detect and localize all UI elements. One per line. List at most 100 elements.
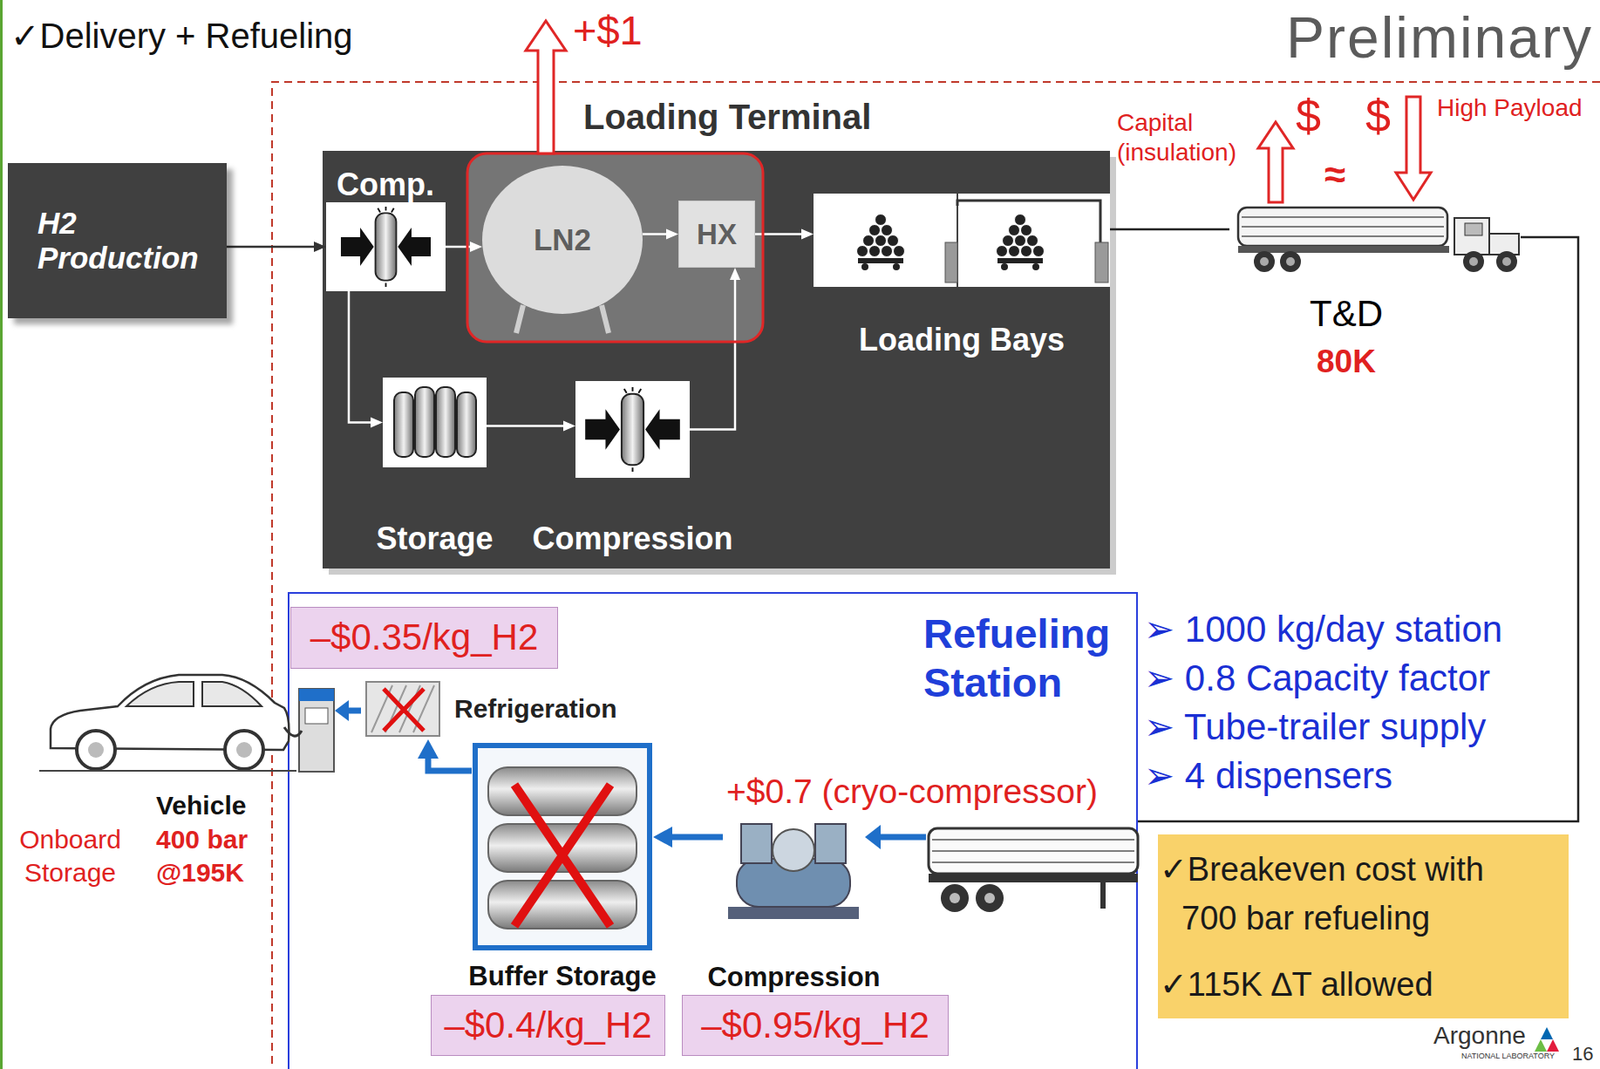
- cylinder-end: [1021, 245, 1033, 258]
- connector-line: [486, 424, 565, 428]
- logo-text: Argonne: [1433, 1021, 1526, 1050]
- logo-part: [1540, 1027, 1553, 1040]
- car-hub: [88, 742, 104, 758]
- wheel: [1463, 251, 1485, 273]
- cart-wheel: [1032, 263, 1040, 271]
- trailer-tubes: [1238, 207, 1448, 246]
- radiator-fins: [371, 685, 435, 733]
- cost-down-arrow: [1395, 96, 1431, 200]
- flow-arrow: [347, 708, 361, 715]
- vehicle-label: Vehicle: [156, 789, 246, 822]
- cryo-compressor-icon: [728, 823, 859, 920]
- trailer-tubes: [928, 828, 1138, 874]
- bay-cart: [997, 258, 1043, 264]
- cost-up-arrow: [525, 20, 566, 154]
- cylinder-end: [1033, 245, 1045, 258]
- tube-trailer-truck-icon: [1238, 207, 1519, 273]
- node-text: H2 Production: [37, 205, 212, 277]
- node-text: LN2: [533, 222, 592, 258]
- connector: [226, 241, 327, 252]
- node-text: –$0.95/kg_H2: [701, 1004, 930, 1047]
- slide-title: ✓Delivery + Refueling: [10, 15, 354, 56]
- node-text: ✓Breakeven cost with 700 bar refueling: [1159, 844, 1535, 943]
- arrowhead: [313, 241, 327, 252]
- dispenser-icon: [299, 688, 334, 772]
- connector-line: [1137, 237, 1579, 822]
- connector-line: [348, 291, 372, 423]
- hub: [1469, 257, 1478, 266]
- vehicle-icon: [39, 674, 302, 771]
- ground-line: [39, 769, 297, 772]
- cylinder-end: [1008, 224, 1021, 237]
- car-windows: [126, 681, 262, 707]
- bay-post: [1095, 242, 1109, 283]
- bullet-item: ➢ 0.8 Capacity factor: [1143, 653, 1491, 703]
- compressor-icon: [340, 206, 431, 287]
- storage-tube: [488, 767, 637, 816]
- logo-part: [1546, 1039, 1560, 1052]
- wheel: [975, 884, 1004, 913]
- scope-region: [272, 81, 1600, 1069]
- bullet-item: ➢ Tube-trailer supply: [1143, 702, 1486, 752]
- node-text: Compression: [531, 520, 733, 557]
- cylinder-end: [1014, 214, 1027, 226]
- buffer-storage-icon: [475, 745, 650, 948]
- node-text: Compression: [707, 961, 880, 994]
- cylinder-end: [869, 245, 881, 258]
- cylinder-end: [1027, 235, 1039, 247]
- wheel: [1253, 251, 1275, 273]
- hub: [949, 892, 960, 904]
- hub: [1286, 257, 1295, 266]
- approx-symbol: ≈: [1324, 155, 1346, 194]
- arrowhead: [370, 417, 383, 429]
- connector-line: [428, 757, 472, 771]
- cost-box: –$0.95/kg_H2: [681, 994, 949, 1056]
- wheel: [940, 884, 969, 913]
- node-text: Loading Terminal: [583, 96, 872, 137]
- flow-arrow: [878, 834, 926, 841]
- node-text: –$0.35/kg_H2: [310, 616, 539, 659]
- wheel: [1496, 251, 1518, 273]
- arrowhead: [801, 229, 814, 240]
- cylinder-pyramid: [857, 214, 1045, 258]
- storage-spec: 400 bar @195K: [156, 823, 266, 890]
- cylinder: [435, 387, 456, 457]
- cost-note: High Payload: [1436, 94, 1583, 123]
- tube-lines: [1241, 217, 1444, 237]
- connector: [348, 291, 383, 429]
- cost-symbol: $: [1365, 90, 1391, 143]
- highlight-frame: [467, 153, 763, 342]
- cylinder-end: [996, 245, 1008, 258]
- loading-bays-box: Loading Bays: [813, 193, 1110, 287]
- removed-mark: [383, 688, 424, 731]
- dispenser-top: [299, 688, 334, 702]
- node-text: 80K: [1316, 343, 1376, 382]
- compressor-cylinder: [741, 823, 772, 864]
- trailer-stand: [1100, 882, 1106, 909]
- connector: [486, 421, 576, 432]
- rack-frame: [475, 745, 650, 948]
- node-text: Loading Bays: [858, 321, 1065, 358]
- cylinder: [394, 392, 414, 457]
- logo-subtext: NATIONAL LABORATORY: [1461, 1051, 1555, 1061]
- compressor-cylinder: [815, 823, 846, 864]
- connector-line: [226, 245, 315, 249]
- cab-window: [1464, 223, 1483, 236]
- car-wheel: [224, 730, 264, 770]
- node-text: T&D: [1309, 292, 1383, 335]
- terminal-panel-fill: [322, 150, 1110, 569]
- cost-callout: +$1: [572, 6, 643, 55]
- cost-up-arrow: [1258, 122, 1294, 203]
- tube-lines: [932, 839, 1135, 863]
- cylinder: [415, 387, 435, 457]
- car-hub: [236, 742, 252, 758]
- bay-cart: [857, 258, 904, 264]
- cart-wheel: [861, 263, 869, 271]
- cylinder-end: [875, 214, 887, 226]
- dispenser-screen: [305, 708, 328, 724]
- flywheel: [772, 829, 815, 872]
- slide-border: [0, 0, 3, 1069]
- wheel: [1280, 251, 1301, 273]
- connector: [417, 739, 472, 771]
- node-text: Comp.: [336, 166, 435, 203]
